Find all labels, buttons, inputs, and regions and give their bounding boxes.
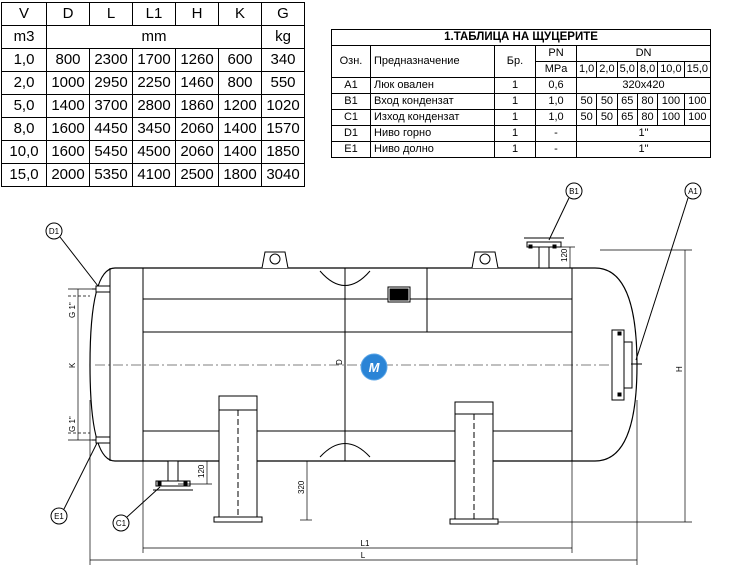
dn-volume-1: 1,0 — [575, 61, 598, 78]
dims-cell: 1860 — [175, 94, 219, 118]
nozzle-mark: D1 — [331, 125, 371, 142]
nozzle-purpose: Люк овален — [370, 77, 495, 94]
callout-d1 — [45, 222, 99, 287]
dims-cell: 8,0 — [1, 117, 47, 141]
callout-a1-label: A1 — [688, 187, 698, 196]
header-h: H — [175, 2, 219, 26]
dims-cell: 1600 — [46, 117, 90, 141]
dim-c1-height: 120 — [197, 464, 206, 478]
noz-header-row1: Озн. Предназначение Бр. PN DN — [331, 45, 712, 78]
dims-cell: 4500 — [132, 140, 176, 164]
saddle-support-right — [449, 401, 499, 525]
lifting-lug-left — [261, 251, 289, 269]
callout-b1 — [548, 182, 583, 241]
dn-volume-6: 15,0 — [683, 61, 712, 78]
svg-text:M: M — [369, 360, 381, 375]
saddle-support-left — [213, 395, 263, 523]
unit-volume: m3 — [1, 25, 47, 49]
dims-header-row: V D L L1 H K G — [1, 2, 305, 26]
noz-header-row2: MPa 1,0 2,0 5,0 8,0 10,0 15,0 — [332, 61, 712, 78]
dim-thread-bottom: G 1" — [68, 416, 77, 432]
callout-c1 — [112, 486, 161, 532]
callout-d1-label: D1 — [49, 227, 60, 236]
col-qty: Бр. — [494, 45, 536, 78]
dn-volume-4: 8,0 — [636, 61, 659, 78]
nozzle-dn: 80 — [636, 109, 659, 126]
nozzle-c1 — [153, 460, 193, 491]
nozzle-table: 1.ТАБЛИЦА НА ЩУЦЕРИТЕ Озн. Предназначени… — [330, 29, 712, 158]
nozzle-purpose: Изход кондензат — [370, 109, 495, 126]
dims-cell: 1400 — [46, 94, 90, 118]
callout-a1 — [635, 182, 702, 361]
dim-d: D — [335, 359, 344, 365]
dims-cell: 5,0 — [1, 94, 47, 118]
dims-cell: 2060 — [175, 117, 219, 141]
dim-h: H — [675, 366, 684, 372]
dims-cell: 1,0 — [1, 48, 47, 72]
callout-c1-label: C1 — [116, 519, 127, 528]
dn-volume-5: 10,0 — [657, 61, 685, 78]
vessel-body — [89, 267, 638, 462]
dims-cell: 1200 — [218, 94, 262, 118]
dim-k: K — [68, 362, 77, 368]
header-v: V — [1, 2, 47, 26]
dim-l1: L1 — [361, 539, 370, 548]
dims-cell: 1700 — [132, 48, 176, 72]
col-mark: Озн. — [331, 45, 371, 78]
nozzle-purpose: Ниво долно — [370, 141, 495, 158]
dims-cell: 1600 — [46, 140, 90, 164]
nozzle-b1 — [524, 237, 564, 269]
callout-b1-label: B1 — [569, 187, 579, 196]
logo-icon: M — [360, 353, 388, 381]
dims-cell: 5350 — [89, 163, 133, 187]
header-k: K — [218, 2, 262, 26]
nozzle-pn: 1,0 — [535, 109, 577, 126]
dims-cell: 1400 — [218, 117, 262, 141]
dim-b1-height: 120 — [560, 248, 569, 262]
nozzle-qty: 1 — [494, 141, 536, 158]
col-purpose: Предназначение — [370, 45, 495, 78]
dims-cell: 1800 — [218, 163, 262, 187]
nozzle-dn-merged: 1" — [575, 141, 712, 158]
dn-volume-3: 5,0 — [616, 61, 638, 78]
dim-leg-height: 320 — [297, 480, 306, 494]
dims-cell: 800 — [218, 71, 262, 95]
dim-l: L — [361, 551, 366, 560]
dimension-lines — [68, 246, 692, 565]
lifting-lug-right — [471, 251, 499, 269]
nozzle-dn: 100 — [657, 109, 685, 126]
dims-cell: 15,0 — [1, 163, 47, 187]
dim-thread-top: G 1" — [68, 302, 77, 318]
dims-cell: 2500 — [175, 163, 219, 187]
nozzle-mark: E1 — [331, 141, 371, 158]
dims-cell: 800 — [46, 48, 90, 72]
dims-cell: 2950 — [89, 71, 133, 95]
callout-e1 — [50, 442, 98, 525]
dims-cell: 4100 — [132, 163, 176, 187]
dims-cell: 550 — [261, 71, 305, 95]
callout-e1-label: E1 — [54, 512, 64, 521]
dims-cell: 1460 — [175, 71, 219, 95]
dims-cell: 2060 — [175, 140, 219, 164]
dims-cell: 3040 — [261, 163, 305, 187]
dims-cell: 2250 — [132, 71, 176, 95]
col-pn-unit: MPa — [535, 61, 577, 78]
dims-cell: 1400 — [218, 140, 262, 164]
manhole-a1 — [611, 329, 642, 401]
dims-cell: 1850 — [261, 140, 305, 164]
